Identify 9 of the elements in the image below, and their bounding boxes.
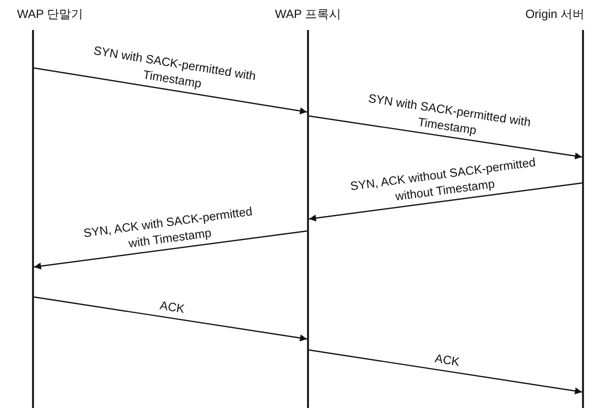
message-arrow bbox=[34, 296, 308, 342]
message-arrow bbox=[308, 115, 582, 160]
message-arrow bbox=[34, 230, 308, 270]
message-arrow bbox=[34, 67, 308, 114]
message-arrow bbox=[308, 182, 582, 222]
message-arrow bbox=[308, 349, 582, 394]
participant-label: Origin 서버 bbox=[524, 6, 586, 23]
participant-label: WAP 프록시 bbox=[274, 6, 342, 23]
participant-label: WAP 단말기 bbox=[16, 6, 84, 23]
